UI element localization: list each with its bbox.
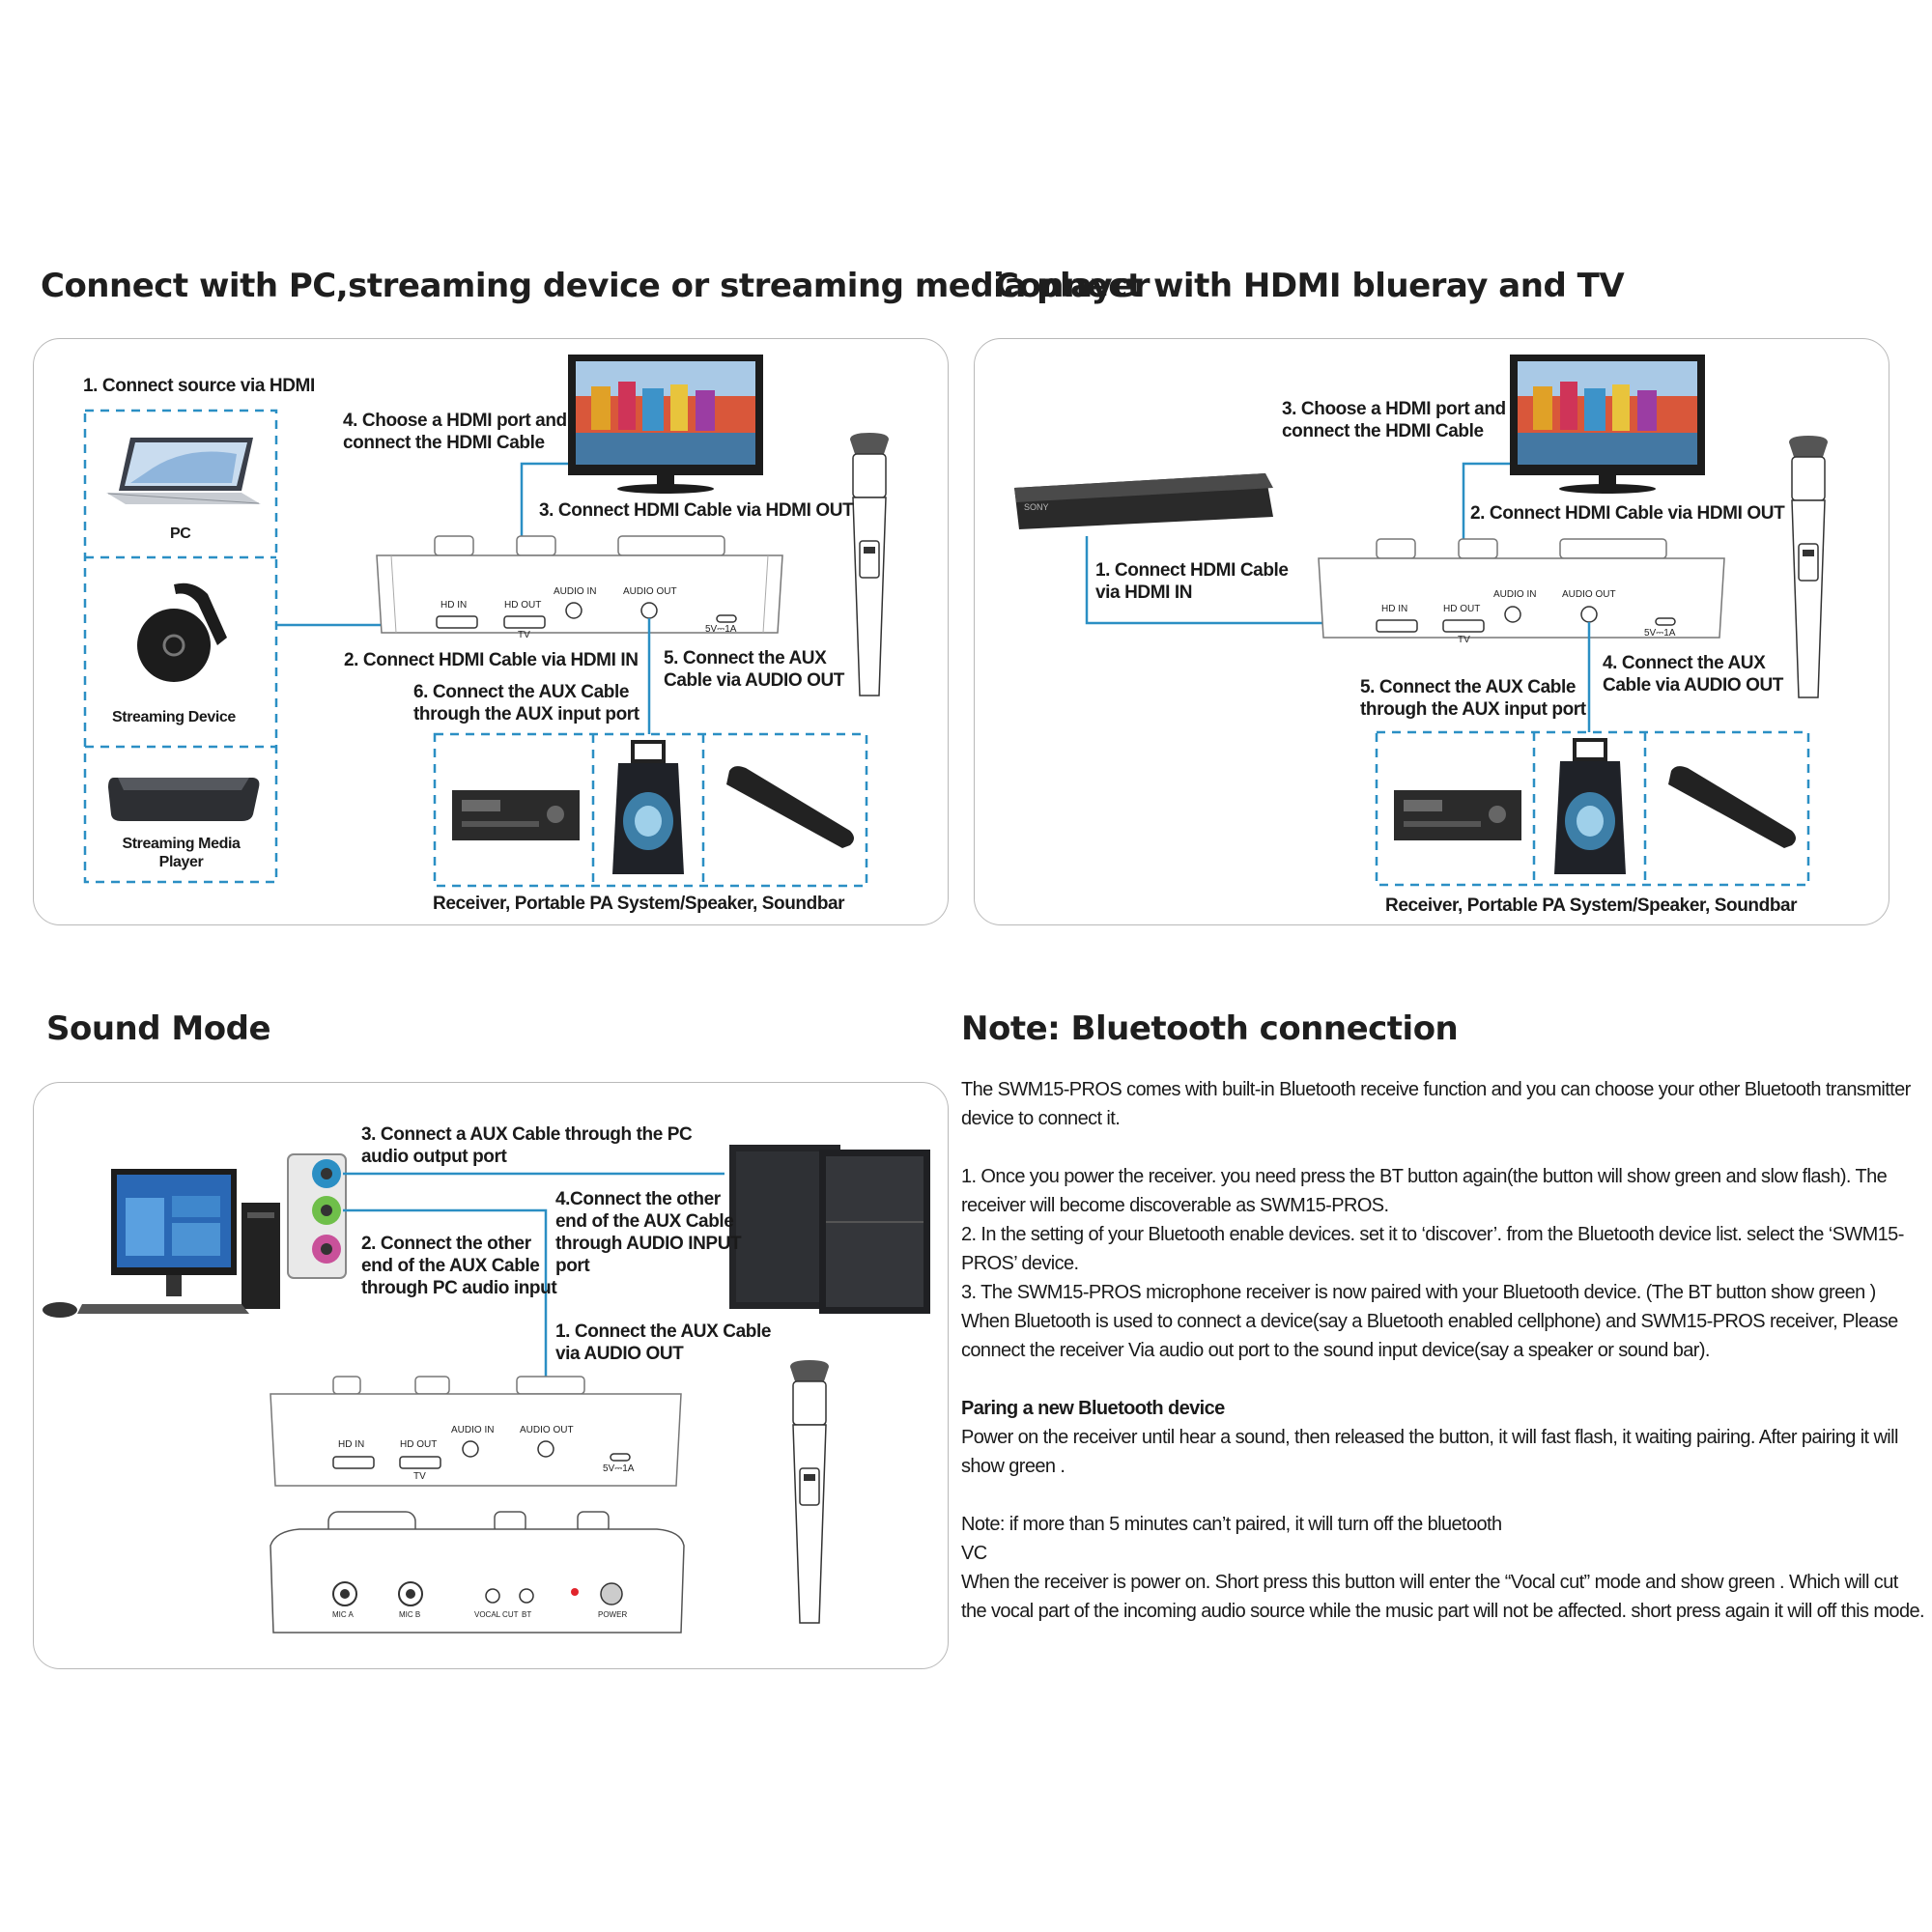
hdmi-step5-label: 5. Connect the AUX Cable through the AUX… — [1360, 677, 1586, 720]
port-label-power-spec: 5V⎓1A — [603, 1463, 635, 1474]
pa-speaker-icon — [612, 740, 684, 874]
pc-step1-label: 1. Connect source via HDMI — [83, 376, 315, 396]
port-label-power: POWER — [598, 1610, 628, 1619]
soundbar-icon — [1668, 766, 1796, 848]
port-label-audio-out: AUDIO OUT — [520, 1425, 574, 1435]
bluray-brand-label: SONY — [1024, 502, 1049, 512]
sound-step1-label: 1. Connect the AUX Cable via AUDIO OUT — [555, 1321, 772, 1364]
port-label-power-spec: 5V⎓1A — [705, 624, 737, 635]
port-label-tv: TV — [518, 630, 530, 640]
hdmi-step3-label: 3. Choose a HDMI port and connect the HD… — [1282, 399, 1506, 441]
sound-step3-label: 3. Connect a AUX Cable through the PC au… — [361, 1124, 693, 1167]
port-label-audio-in: AUDIO IN — [451, 1425, 495, 1435]
mic-receiver-back — [376, 535, 783, 634]
pc-step4-label: 4. Choose a HDMI port and connect the HD… — [343, 411, 567, 453]
hdmi-step2-label: 2. Connect HDMI Cable via HDMI OUT — [1470, 503, 1785, 524]
bt-timeout-note: Note: if more than 5 minutes can’t paire… — [961, 1514, 1502, 1535]
streaming-box-icon — [108, 778, 260, 821]
port-label-audio-out: AUDIO OUT — [623, 586, 677, 597]
mic-receiver-back — [270, 1376, 682, 1487]
port-label-audio-in: AUDIO IN — [1493, 589, 1537, 600]
hdmi-step4-label: 4. Connect the AUX Cable via AUDIO OUT — [1603, 653, 1784, 696]
heading-sound-mode: Sound Mode — [46, 1009, 271, 1048]
port-label-power-spec: 5V⎓1A — [1644, 628, 1676, 639]
sound-step4-label: 4.Connect the other end of the AUX Cable… — [555, 1189, 742, 1276]
port-label-hd-out: HD OUT — [504, 600, 542, 611]
pc-step5-label: 5. Connect the AUX Cable via AUDIO OUT — [664, 648, 845, 691]
bluetooth-note-text: The SWM15-PROS comes with built-in Bluet… — [961, 1075, 1927, 1626]
port-label-hd-in: HD IN — [440, 600, 468, 611]
microphone-icon — [850, 433, 889, 696]
bt-step1: 1. Once you power the receiver. you need… — [961, 1166, 1888, 1216]
heading-pc-connection: Connect with PC,streaming device or stre… — [41, 267, 1150, 305]
port-label-hd-in: HD IN — [1381, 604, 1408, 614]
heading-hdmi-connection: Connect with HDMI blueray and TV — [995, 267, 1625, 305]
desktop-pc-icon — [43, 1169, 280, 1318]
bt-pairing-title: Paring a new Bluetooth device — [961, 1398, 1225, 1419]
port-label-bt: BT — [522, 1610, 532, 1619]
tv-icon — [568, 355, 763, 494]
port-label-audio-in: AUDIO IN — [554, 586, 597, 597]
streaming-player-label: Streaming Media Player — [122, 836, 241, 870]
av-receiver-icon — [1394, 790, 1521, 840]
port-label-hd-out: HD OUT — [1443, 604, 1481, 614]
port-label-hd-out: HD OUT — [400, 1439, 438, 1450]
bt-step3: 3. The SWM15-PROS microphone receiver is… — [961, 1282, 1898, 1361]
port-label-mic-a: MIC A — [332, 1610, 354, 1619]
av-receiver-icon — [452, 790, 580, 840]
bt-step2: 2. In the setting of your Bluetooth enab… — [961, 1224, 1904, 1274]
pc-step2-label: 2. Connect HDMI Cable via HDMI IN — [344, 650, 639, 670]
bt-vc-text: When the receiver is power on. Short pre… — [961, 1572, 1925, 1622]
pc-audio-jacks-icon — [287, 1153, 347, 1279]
hdmi-outputs-label: Receiver, Portable PA System/Speaker, So… — [1385, 895, 1798, 916]
port-label-audio-out: AUDIO OUT — [1562, 589, 1616, 600]
studio-speakers-icon — [729, 1145, 930, 1314]
microphone-icon — [790, 1360, 829, 1624]
port-label-mic-b: MIC B — [399, 1610, 421, 1619]
mic-receiver-back — [1318, 538, 1725, 639]
hdmi-step1-label: 1. Connect HDMI Cable via HDMI IN — [1095, 560, 1289, 603]
port-label-hd-in: HD IN — [338, 1439, 365, 1450]
pc-step6-label: 6. Connect the AUX Cable through the AUX… — [413, 682, 639, 724]
laptop-icon — [106, 438, 261, 504]
bt-intro: The SWM15-PROS comes with built-in Bluet… — [961, 1079, 1911, 1129]
sound-step2-label: 2. Connect the other end of the AUX Cabl… — [361, 1234, 557, 1298]
port-label-tv: TV — [1458, 635, 1470, 645]
streaming-device-label: Streaming Device — [112, 709, 236, 725]
microphone-icon — [1789, 436, 1828, 698]
bt-pairing-text: Power on the receiver until hear a sound… — [961, 1427, 1898, 1477]
pc-outputs-label: Receiver, Portable PA System/Speaker, So… — [433, 894, 845, 914]
heading-bluetooth-note: Note: Bluetooth connection — [961, 1009, 1459, 1048]
soundbar-icon — [726, 766, 854, 848]
tv-icon — [1510, 355, 1705, 494]
port-label-vocal-cut: VOCAL CUT — [474, 1610, 519, 1619]
mic-receiver-front — [270, 1511, 685, 1634]
pa-speaker-icon — [1554, 738, 1626, 874]
bluray-player-icon — [1014, 473, 1273, 529]
port-label-tv: TV — [413, 1471, 426, 1482]
pc-step3-label: 3. Connect HDMI Cable via HDMI OUT — [539, 500, 854, 521]
bt-vc-title: VC — [961, 1543, 987, 1564]
pc-label: PC — [170, 526, 191, 542]
streaming-dongle-icon — [137, 582, 227, 682]
